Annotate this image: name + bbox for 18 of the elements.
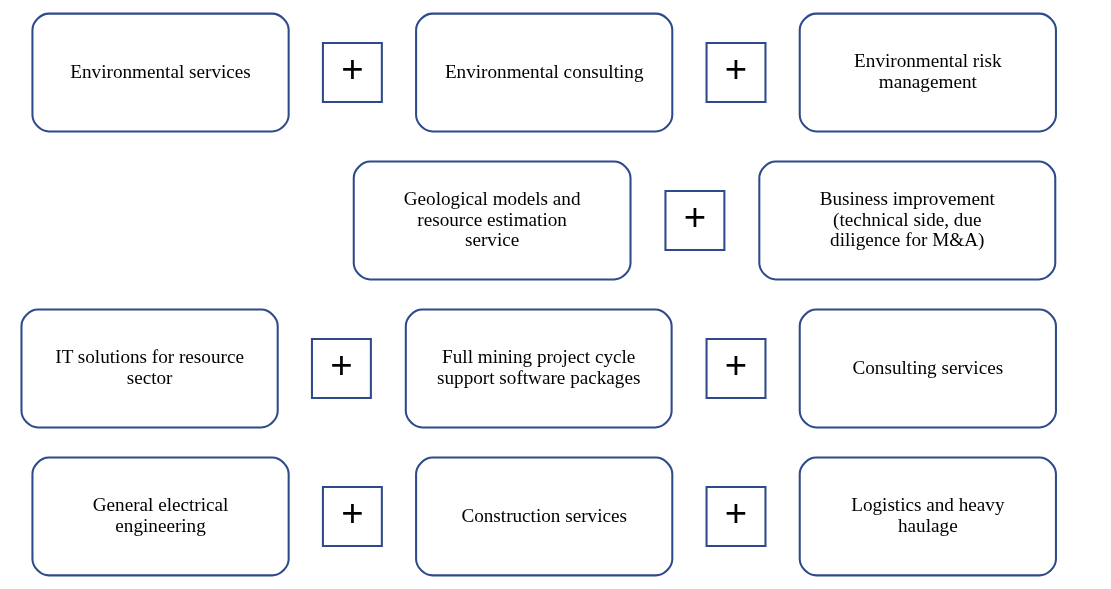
node-box: Environmental services [31, 12, 290, 133]
node-box: + [321, 486, 383, 547]
node-box: + [664, 190, 726, 251]
node-box: Environmental consulting [415, 12, 674, 133]
node-box: Environmental risk management [798, 12, 1057, 133]
node-box: Business improvement (technical side, due diligence for M&A) [758, 160, 1057, 281]
node-box: + [310, 338, 372, 399]
node-box: + [705, 338, 767, 399]
node-box: + [321, 42, 383, 103]
node-box: + [705, 486, 767, 547]
node-box: Consulting services [798, 308, 1057, 429]
node-box: Construction services [415, 456, 674, 577]
node-box: Geological models and resource estimation service [352, 160, 632, 281]
node-box: IT solutions for resource sector [20, 308, 279, 429]
node-box: Full mining project cycle support software packages [404, 308, 673, 429]
node-box: Logistics and heavy haulage [798, 456, 1057, 577]
node-box: General electrical engineering [31, 456, 290, 577]
node-box: + [705, 42, 767, 103]
